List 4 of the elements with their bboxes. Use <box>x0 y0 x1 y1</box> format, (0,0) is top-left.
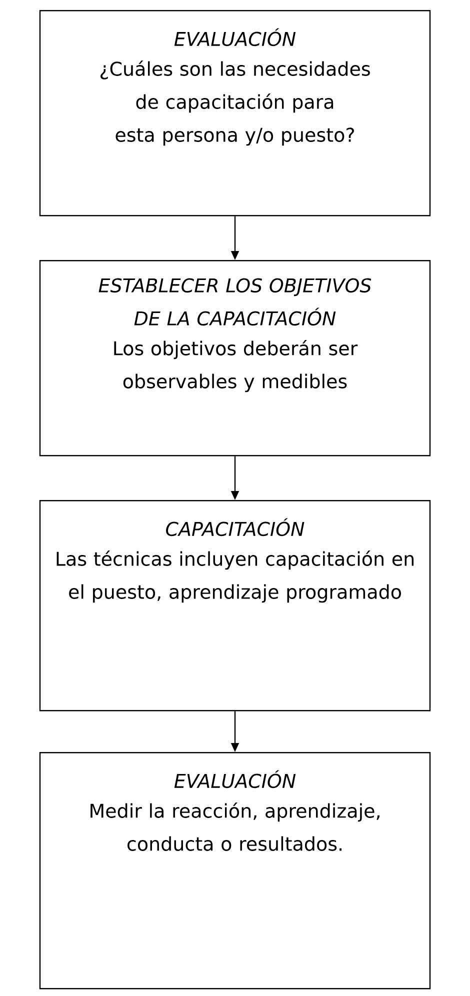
process-box: EVALUACIÓN Medir la reacción, aprendizaje, conducta o resultados. <box>39 752 431 990</box>
process-box: CAPACITACIÓN Las técnicas incluyen capacitación en el puesto, aprendizaje programado <box>39 500 431 712</box>
process-box: EVALUACIÓN ¿Cuáles son las necesidades de capacitación para esta persona y/o puesto? <box>39 10 431 216</box>
process-box: ESTABLECER LOS OBJETIVOS DE LA CAPACITACIÓN Los objetivos deberán ser observables y medibles <box>39 260 431 456</box>
